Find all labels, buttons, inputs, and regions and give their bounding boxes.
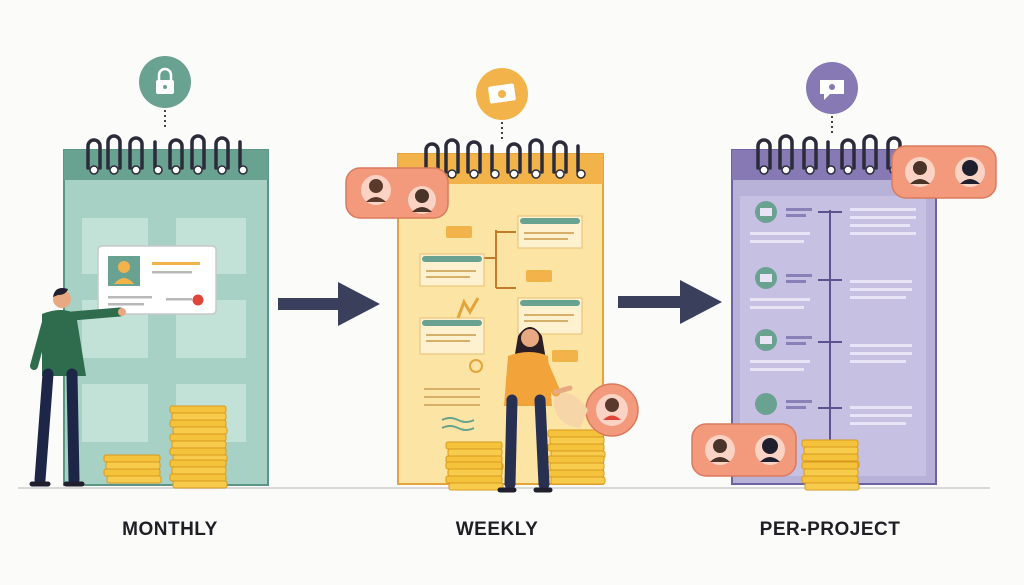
arrow-right-icon — [618, 280, 722, 324]
label-weekly: WEEKLY — [455, 519, 539, 540]
weekly-timeline — [419, 215, 583, 431]
avatar-card-bottom — [691, 423, 797, 477]
ticket-icon — [476, 68, 528, 120]
monthly-panel — [29, 56, 269, 489]
chat-icon — [806, 62, 858, 114]
profile-card — [97, 245, 217, 315]
calendar-rings — [86, 134, 242, 170]
weekly-panel — [345, 68, 639, 493]
avatar-card — [345, 167, 449, 219]
calendar-rings — [756, 134, 902, 170]
arrow-right-icon — [278, 282, 380, 326]
project-panel — [691, 62, 997, 491]
label-per-project: PER-PROJECT — [759, 519, 901, 540]
avatar-bubble — [554, 383, 639, 437]
calendar-rings — [424, 138, 580, 174]
coin-stacks — [801, 439, 860, 491]
label-monthly: MONTHLY — [122, 519, 218, 540]
lock-icon — [139, 56, 191, 108]
person-woman — [497, 327, 573, 493]
avatar-card-top — [891, 145, 997, 199]
person-man — [29, 288, 126, 487]
